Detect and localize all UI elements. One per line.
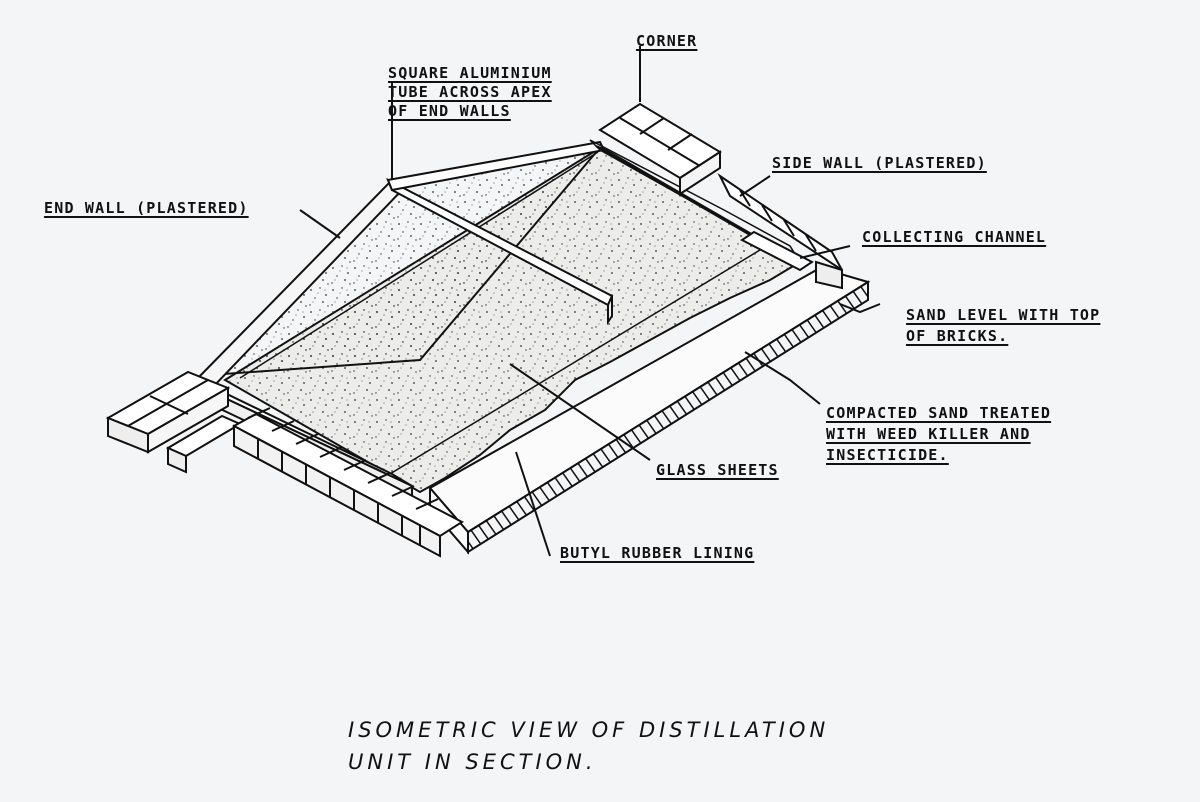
side-wall-bricks: [717, 173, 843, 290]
label-tube-line3: OF END WALLS: [388, 102, 511, 120]
label-side-wall: SIDE WALL (PLASTERED): [772, 154, 987, 172]
label-sand-level-line1: SAND LEVEL WITH TOP: [906, 306, 1101, 324]
caption-line1: ISOMETRIC VIEW OF DISTILLATION: [348, 718, 830, 742]
front-row-bricks: [231, 407, 464, 558]
top-corner-bricks: [598, 102, 722, 196]
label-butyl-lining: BUTYL RUBBER LINING: [560, 544, 755, 562]
label-corner: CORNER: [636, 32, 698, 50]
label-tube-line1: SQUARE ALUMINIUM: [388, 64, 552, 82]
left-corner-bricks: [105, 370, 243, 474]
label-compacted-line3: INSECTICIDE.: [826, 446, 949, 464]
leader-lines: [299, 46, 881, 557]
label-sand-level-line2: OF BRICKS.: [906, 327, 1009, 345]
label-compacted-line1: COMPACTED SAND TREATED: [826, 404, 1052, 422]
label-compacted-line2: WITH WEED KILLER AND: [826, 425, 1031, 443]
label-glass-sheets: GLASS SHEETS: [656, 461, 779, 479]
label-end-wall: END WALL (PLASTERED): [44, 199, 249, 217]
caption-line2: UNIT IN SECTION.: [348, 750, 597, 774]
label-collecting-channel: COLLECTING CHANNEL: [862, 228, 1047, 246]
compacted-sand: [223, 146, 802, 494]
base-slab: [428, 266, 871, 555]
label-tube-line2: TUBE ACROSS APEX: [388, 83, 552, 101]
collecting-channel: [740, 230, 814, 272]
